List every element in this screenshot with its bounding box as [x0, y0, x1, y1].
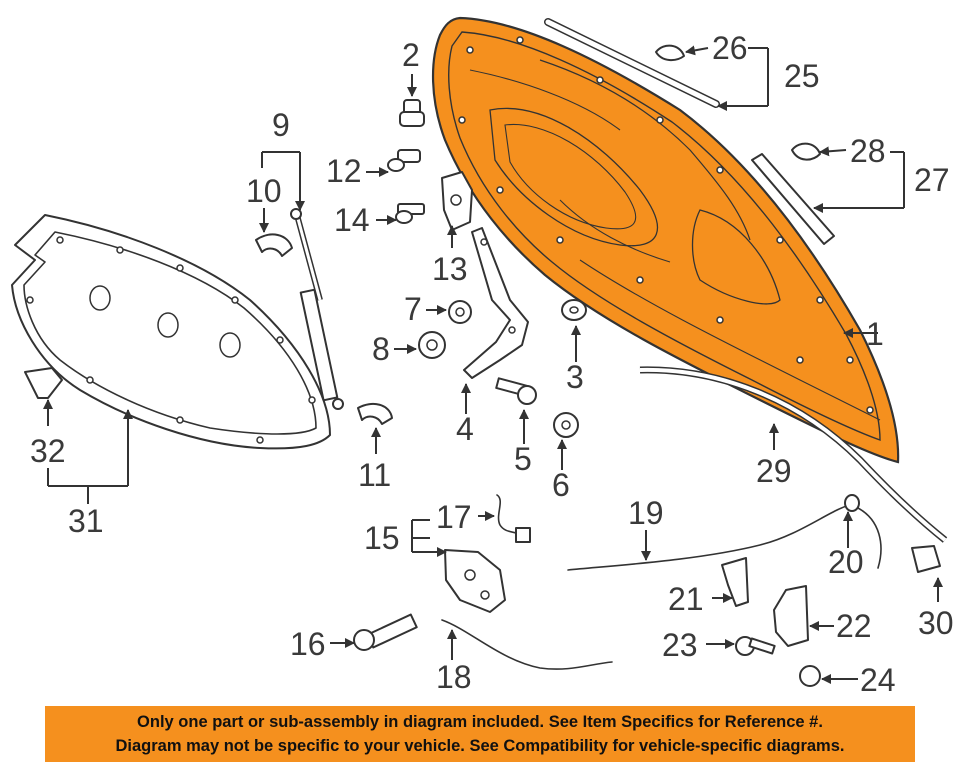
hood-bolt [395, 203, 425, 224]
callout-28: 28 [850, 133, 886, 169]
weatherstrip-25 [544, 18, 720, 108]
callout-10: 10 [246, 173, 282, 209]
callout-26: 26 [712, 30, 748, 66]
hood-bolt-16 [353, 613, 418, 651]
callout-23: 23 [662, 627, 698, 663]
hinge-nut-8 [418, 331, 446, 359]
handle-bracket [773, 585, 809, 647]
cable-grommet [844, 494, 860, 512]
release-cable-18 [441, 619, 613, 670]
disclaimer-line-2: Diagram may not be specific to your vehi… [115, 737, 845, 755]
hood-adjuster-bolt [387, 149, 421, 172]
hood-support-strut [290, 208, 344, 410]
callout-3: 3 [566, 359, 584, 395]
strut-bracket-lower [357, 402, 393, 425]
callout-1: 1 [866, 316, 884, 352]
callout-32: 32 [30, 433, 66, 469]
callout-19: 19 [628, 495, 664, 531]
callout-7: 7 [404, 291, 422, 327]
callout-6: 6 [552, 467, 570, 503]
leader-lines [43, 45, 943, 684]
hinge-washer [561, 299, 587, 321]
callout-17: 17 [436, 499, 472, 535]
callout-20: 20 [828, 544, 864, 580]
callout-27: 27 [914, 162, 950, 198]
hinge-nut-6 [553, 412, 579, 438]
callout-21: 21 [668, 581, 704, 617]
weatherstrip-clip-26 [655, 44, 685, 62]
insulator-clip [24, 367, 63, 399]
hood-panel [431, 16, 900, 464]
bumper-stop [399, 99, 425, 127]
callout-30: 30 [918, 605, 954, 641]
callout-12: 12 [326, 153, 362, 189]
callout-13: 13 [432, 251, 468, 287]
callout-29: 29 [756, 453, 792, 489]
disclaimer-banner: Only one part or sub-assembly in diagram… [45, 706, 915, 762]
weatherstrip-clip-28 [791, 142, 821, 161]
handle-screw [735, 636, 776, 656]
callout-18: 18 [436, 659, 472, 695]
callout-5: 5 [514, 441, 532, 477]
hood-hinge [463, 227, 529, 379]
hood-latch [444, 549, 506, 613]
callout-11: 11 [358, 457, 391, 493]
callout-22: 22 [836, 608, 872, 644]
callout-labels: 1 2 3 4 5 6 7 8 9 10 11 12 13 14 15 16 1… [30, 30, 954, 698]
striker-bracket [441, 171, 473, 231]
hinge-bolt [495, 377, 537, 405]
parts-diagram: 1 2 3 4 5 6 7 8 9 10 11 12 13 14 15 16 1… [11, 16, 954, 698]
callout-8: 8 [372, 331, 390, 367]
seal-clip [911, 545, 941, 573]
callout-31: 31 [68, 503, 104, 539]
release-handle [721, 557, 749, 607]
callout-4: 4 [456, 411, 474, 447]
callout-16: 16 [290, 626, 326, 662]
callout-9: 9 [272, 107, 290, 143]
release-cable-19 [567, 504, 851, 571]
hinge-nut-7 [448, 300, 472, 324]
weatherstrip-27 [751, 153, 835, 245]
disclaimer-line-1: Only one part or sub-assembly in diagram… [137, 713, 823, 731]
callout-15: 15 [364, 520, 400, 556]
callout-25: 25 [784, 58, 820, 94]
push-clip [799, 665, 821, 687]
callout-14: 14 [334, 202, 370, 238]
hood-seal [639, 366, 948, 543]
hood-insulator-pad [11, 214, 331, 450]
callout-2: 2 [402, 37, 420, 73]
strut-bracket-upper [255, 233, 293, 257]
harness-connector [515, 527, 531, 543]
callout-24: 24 [860, 662, 896, 698]
release-cable-end [857, 507, 882, 569]
